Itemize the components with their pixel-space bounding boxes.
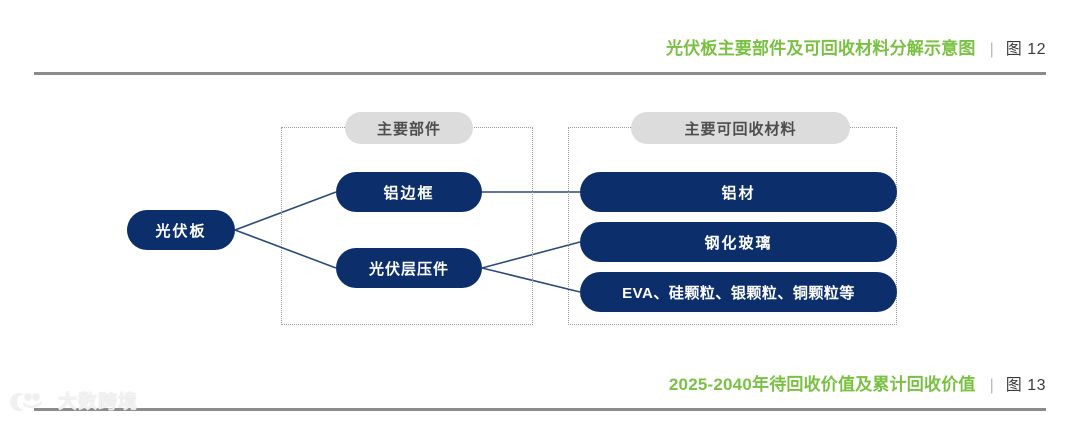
figure-number-bottom: 图 13 bbox=[1005, 377, 1046, 394]
header-separator: | bbox=[989, 41, 994, 58]
header-divider-bottom bbox=[34, 408, 1046, 411]
header-separator-bottom: | bbox=[989, 377, 994, 394]
node-eva-mix[interactable]: EVA、硅颗粒、银颗粒、铜颗粒等 bbox=[580, 272, 897, 312]
watermark-text: 大数跨境 bbox=[58, 391, 139, 413]
section-header-bottom: 2025-2040年待回收价值及累计回收价值 | 图 13 bbox=[0, 370, 1080, 395]
node-pv-panel[interactable]: 光伏板 bbox=[127, 210, 235, 250]
node-al-frame[interactable]: 铝边框 bbox=[336, 172, 482, 212]
figure-number-top: 图 12 bbox=[1005, 41, 1046, 58]
node-laminate[interactable]: 光伏层压件 bbox=[336, 248, 482, 288]
group-label-components: 主要部件 bbox=[345, 112, 473, 144]
next-section-title: 2025-2040年待回收价值及累计回收价值 bbox=[668, 375, 976, 394]
node-tempered-glass[interactable]: 钢化玻璃 bbox=[580, 222, 897, 262]
watermark: 大数跨境 bbox=[8, 388, 138, 416]
group-label-materials: 主要可回收材料 bbox=[631, 112, 850, 144]
page-title: 光伏板主要部件及可回收材料分解示意图 bbox=[665, 39, 976, 58]
section-header-top: 光伏板主要部件及可回收材料分解示意图 | 图 12 bbox=[0, 34, 1080, 59]
brand-logo-icon bbox=[10, 393, 43, 411]
header-divider-top bbox=[34, 72, 1046, 75]
node-aluminium[interactable]: 铝材 bbox=[580, 172, 897, 212]
group-box-components bbox=[281, 127, 533, 325]
